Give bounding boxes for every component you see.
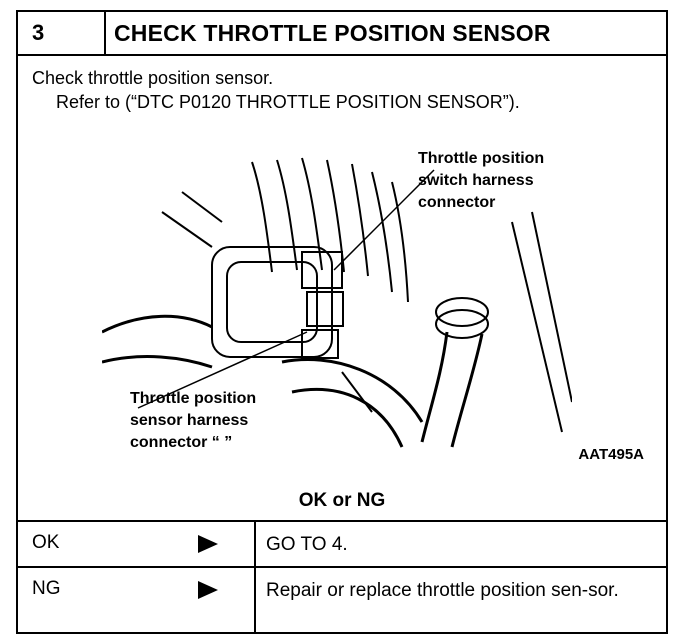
result-label-cell: OK — [18, 522, 256, 566]
instruction-line: Check throttle position sensor. — [32, 68, 274, 88]
result-header: OK or NG — [298, 490, 386, 511]
callout-line: Throttle position — [130, 390, 257, 407]
result-action: Repair or replace throttle position sen-… — [266, 580, 619, 601]
result-row-ok: OK GO TO 4. — [18, 522, 666, 568]
result-action: GO TO 4. — [266, 534, 348, 555]
result-label: OK — [32, 532, 60, 553]
arrow-right-icon — [198, 535, 218, 553]
callout-line: connector — [418, 194, 496, 211]
step-title: CHECK THROTTLE POSITION SENSOR — [114, 20, 551, 46]
callout-line: sensor harness — [130, 412, 249, 429]
result-label: NG — [32, 578, 61, 599]
step-number: 3 — [18, 12, 106, 54]
reference-line: Refer to (“DTC P0120 THROTTLE POSITION S… — [56, 92, 520, 112]
callout-line: connector “ ” — [130, 434, 233, 451]
instructions: Check throttle position sensor. Refer to… — [32, 66, 520, 114]
figure-id: AAT495A — [578, 446, 644, 463]
step-header: 3 CHECK THROTTLE POSITION SENSOR — [18, 12, 666, 56]
result-label-cell: NG — [18, 568, 256, 634]
result-table: OK GO TO 4. NG Repair or replace throttl… — [18, 520, 666, 634]
procedure-box: 3 CHECK THROTTLE POSITION SENSOR Check t… — [16, 10, 668, 634]
result-row-ng: NG Repair or replace throttle position s… — [18, 568, 666, 634]
throttle-body-illustration — [102, 157, 572, 448]
callout-line: switch harness — [418, 172, 534, 189]
callout-line: Throttle position — [418, 150, 545, 167]
callout-sensor-connector: Throttle position sensor harness connect… — [130, 388, 256, 454]
arrow-right-icon — [198, 581, 218, 599]
callout-switch-connector: Throttle position switch harness connect… — [418, 148, 544, 214]
